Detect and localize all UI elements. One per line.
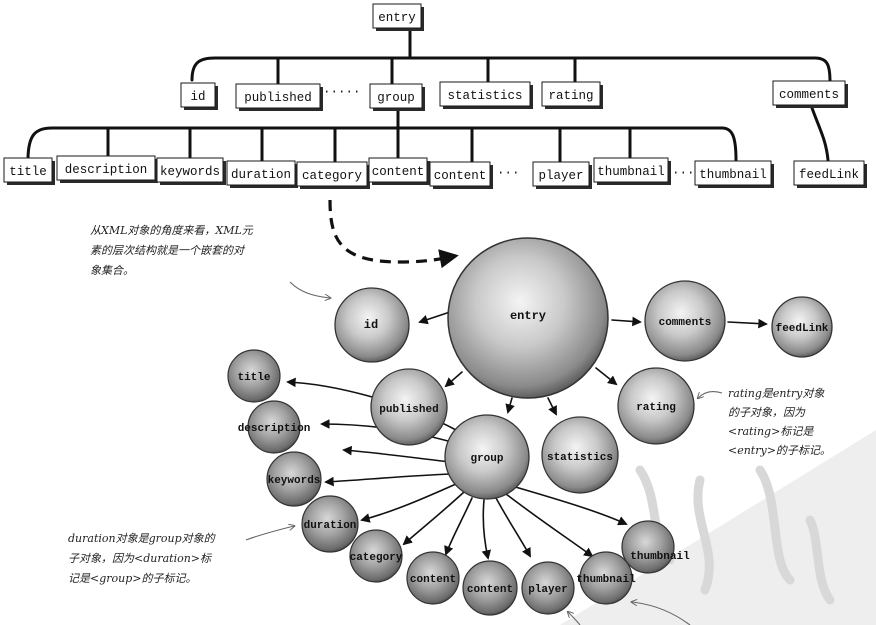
ball-feedlink: feedLink bbox=[771, 296, 833, 358]
dashed-connector-arrow bbox=[328, 199, 459, 269]
note-rating-line-3: <rating>标记是 bbox=[728, 425, 814, 438]
ball-category: category bbox=[349, 529, 403, 583]
ball-thumbnail-2: thumbnail bbox=[576, 551, 636, 605]
note-rating-line-4: <entry>的子标记。 bbox=[728, 444, 831, 457]
note-nested: 从XML对象的角度来看，XML元 素的层次结构就是一个嵌套的对 象集合。 bbox=[90, 224, 330, 298]
tree-ellipsis-level1: ····· bbox=[323, 85, 361, 99]
ball-content-2: content bbox=[462, 560, 518, 616]
ball-label-description: description bbox=[238, 423, 311, 435]
note-duration: duration对象是group对象的 子对象，因为<duration>标 记是… bbox=[68, 526, 294, 585]
note-nested-line-1: 从XML对象的角度来看，XML元 bbox=[90, 224, 254, 237]
bottom-arrow-right bbox=[632, 602, 691, 625]
ball-title: title bbox=[227, 349, 281, 403]
tree-node-statistics: statistics bbox=[439, 81, 533, 109]
ball-thumbnail-1: thumbnail bbox=[621, 520, 690, 574]
ball-label-group: group bbox=[470, 453, 503, 465]
tree-label-thumbnail-2: thumbnail bbox=[699, 168, 767, 182]
tree-node-entry: entry bbox=[372, 3, 424, 31]
note-duration-line-2: 子对象，因为<duration>标 bbox=[68, 552, 213, 565]
ball-comments: comments bbox=[644, 280, 726, 362]
bottom-arrow-left bbox=[568, 612, 581, 625]
tree-label-content-2: content bbox=[434, 169, 487, 183]
ball-id: id bbox=[334, 287, 410, 363]
ball-label-feedlink: feedLink bbox=[776, 323, 829, 335]
ball-label-thumbnail-2: thumbnail bbox=[576, 574, 636, 586]
ball-label-content-2: content bbox=[467, 584, 513, 596]
ball-label-comments: comments bbox=[659, 317, 712, 329]
tree-node-feedlink: feedLink bbox=[793, 160, 867, 188]
tree-label-feedlink: feedLink bbox=[799, 168, 859, 182]
ball-label-content-1: content bbox=[410, 574, 456, 586]
note-nested-line-3: 象集合。 bbox=[90, 264, 134, 277]
tree-label-id: id bbox=[190, 90, 205, 104]
ball-duration: duration bbox=[301, 495, 359, 553]
ball-published: published bbox=[370, 368, 448, 446]
tree-label-published: published bbox=[244, 91, 312, 105]
tree-label-keywords: keywords bbox=[160, 165, 220, 179]
watermark bbox=[560, 430, 876, 625]
tree-node-description: description bbox=[56, 155, 158, 183]
tree-label-content-1: content bbox=[372, 165, 425, 179]
ball-label-thumbnail-1: thumbnail bbox=[630, 551, 690, 563]
tree-label-title: title bbox=[9, 165, 47, 179]
ball-rating: rating bbox=[617, 367, 695, 445]
ball-description: description bbox=[238, 400, 311, 454]
tree-node-content-2: content bbox=[429, 161, 493, 189]
ball-player: player bbox=[521, 561, 575, 615]
ball-label-player: player bbox=[528, 584, 568, 596]
ball-entry: entry bbox=[447, 237, 609, 399]
tree-ellipsis-level2-b: ··· bbox=[672, 166, 695, 180]
ball-label-statistics: statistics bbox=[547, 452, 613, 464]
tree-label-group: group bbox=[377, 91, 415, 105]
tree-node-category: category bbox=[296, 161, 370, 189]
tree-label-entry: entry bbox=[378, 11, 416, 25]
ball-statistics: statistics bbox=[541, 416, 619, 494]
tree-label-category: category bbox=[302, 169, 363, 183]
ball-label-rating: rating bbox=[636, 402, 676, 414]
tree-branches bbox=[26, 28, 832, 164]
ball-label-published: published bbox=[379, 404, 438, 416]
tree-node-content-1: content bbox=[368, 157, 430, 185]
ball-keywords: keywords bbox=[266, 451, 322, 507]
tree-node-player: player bbox=[532, 161, 592, 189]
tree-node-keywords: keywords bbox=[156, 157, 226, 185]
tree-label-description: description bbox=[65, 163, 148, 177]
tree-label-thumbnail-1: thumbnail bbox=[597, 165, 665, 179]
tree-node-rating: rating bbox=[541, 81, 603, 109]
tree-node-thumbnail-1: thumbnail bbox=[593, 157, 671, 185]
note-duration-line-1: duration对象是group对象的 bbox=[68, 532, 217, 545]
tree-node-thumbnail-2: thumbnail bbox=[694, 160, 774, 188]
tree-node-comments: comments bbox=[772, 80, 848, 108]
ball-label-entry: entry bbox=[510, 309, 546, 323]
note-rating-line-2: 的子对象，因为 bbox=[728, 406, 806, 419]
ball-content-1: content bbox=[406, 551, 460, 605]
ball-group: group bbox=[444, 414, 530, 500]
note-rating: rating是entry对象 的子对象，因为 <rating>标记是 <entr… bbox=[698, 387, 831, 457]
tree-label-duration: duration bbox=[231, 168, 291, 182]
ball-label-title: title bbox=[237, 372, 270, 384]
tree-ellipsis-level2-a: ··· bbox=[497, 166, 520, 180]
ball-label-keywords: keywords bbox=[268, 475, 321, 487]
tree-label-player: player bbox=[538, 169, 583, 183]
tree-node-group: group bbox=[369, 83, 425, 111]
tree-node-id: id bbox=[180, 82, 218, 110]
note-nested-line-2: 素的层次结构就是一个嵌套的对 bbox=[90, 244, 246, 257]
ball-label-duration: duration bbox=[304, 520, 357, 532]
object-graph: entry id comments feedLink published rat… bbox=[227, 237, 833, 616]
ball-label-id: id bbox=[364, 318, 378, 332]
tree-label-rating: rating bbox=[548, 89, 593, 103]
tree-label-comments: comments bbox=[779, 88, 839, 102]
tree-node-title: title bbox=[3, 157, 55, 185]
ball-label-category: category bbox=[350, 552, 403, 564]
note-duration-line-3: 记是<group>的子标记。 bbox=[68, 572, 196, 585]
note-rating-line-1: rating是entry对象 bbox=[728, 387, 825, 400]
tree-node-duration: duration bbox=[226, 160, 298, 188]
object-graph-arrows bbox=[286, 311, 768, 560]
tree-node-published: published bbox=[235, 83, 323, 111]
xml-tree: entry id published ····· group statistic… bbox=[3, 3, 867, 189]
tree-label-statistics: statistics bbox=[447, 89, 522, 103]
